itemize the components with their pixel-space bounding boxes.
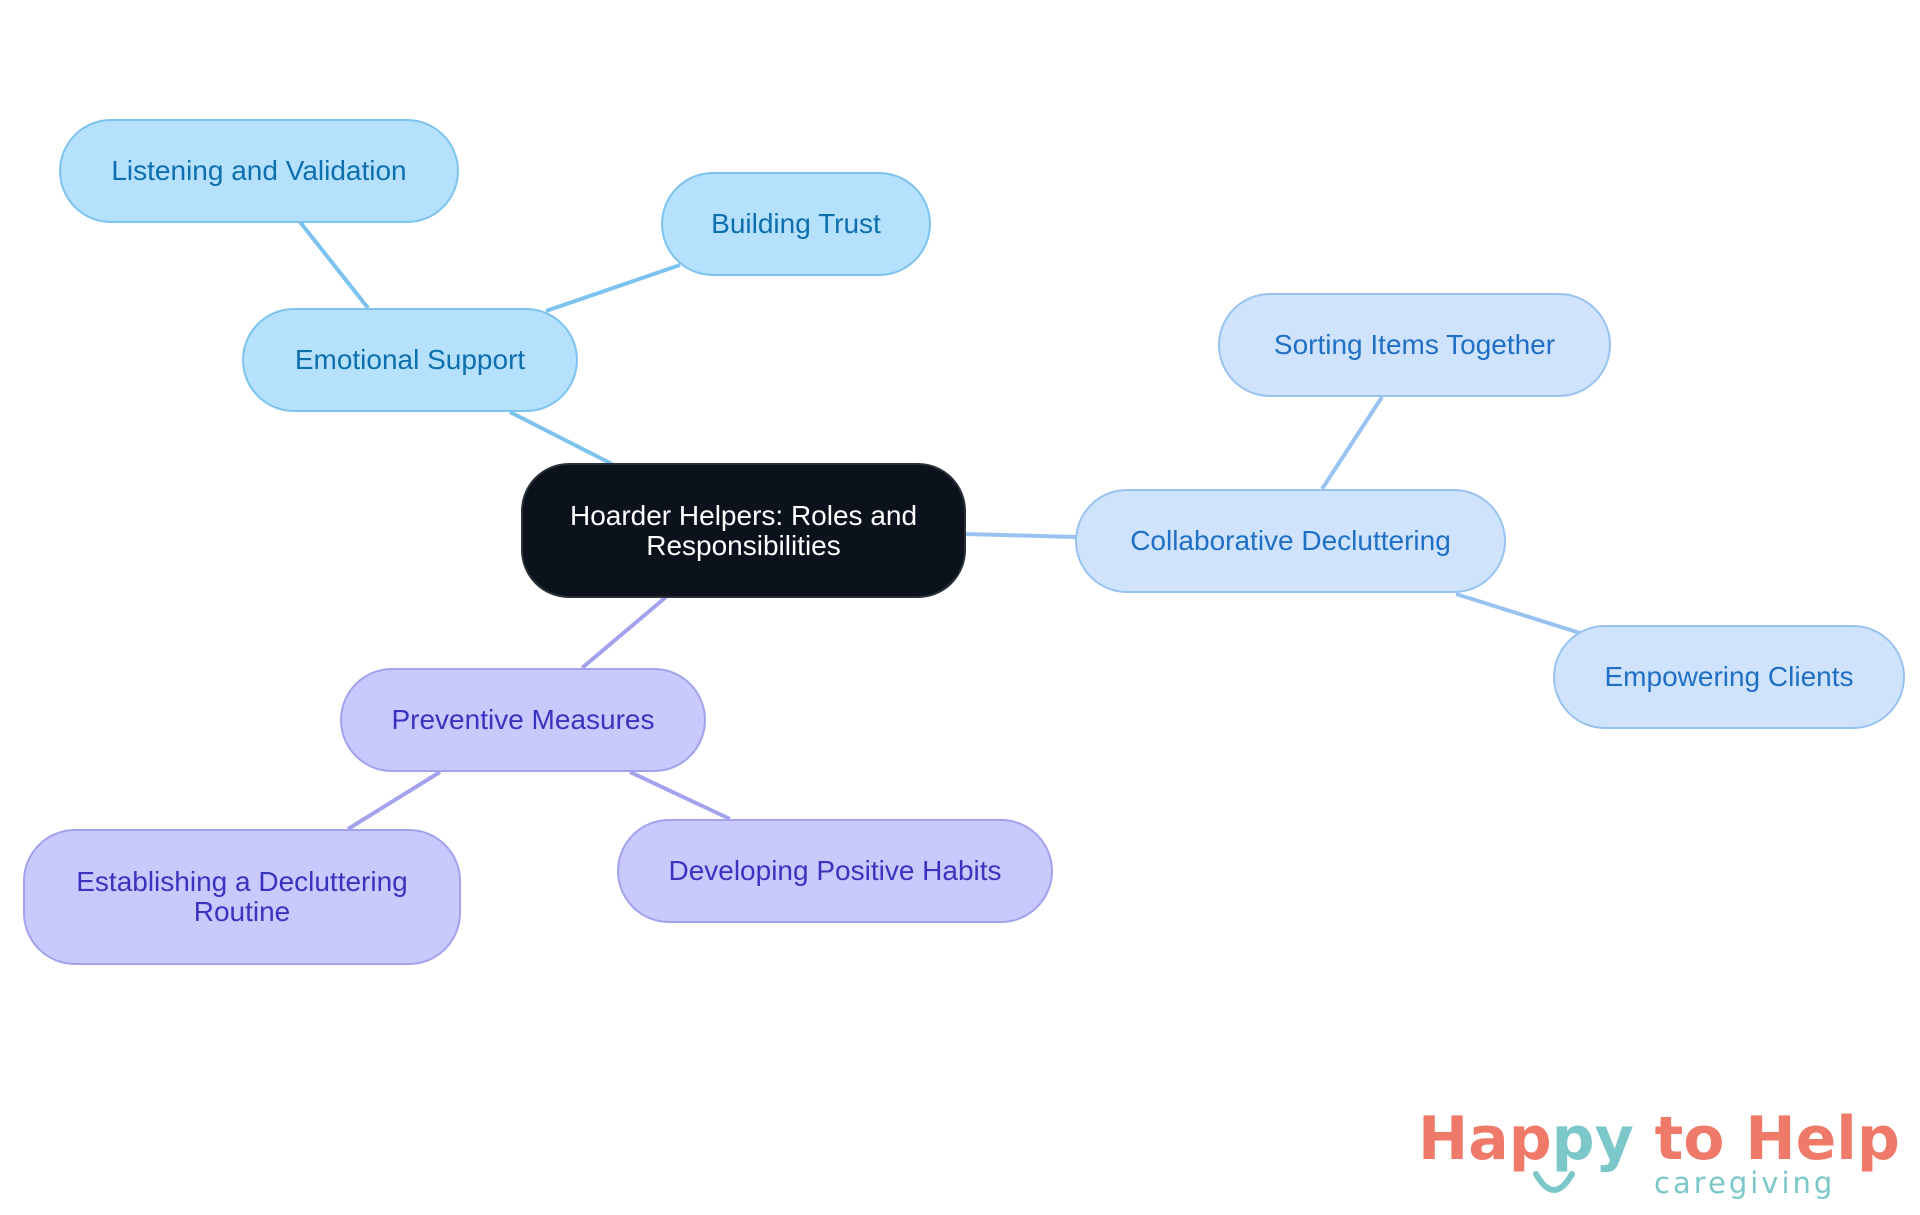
happy-to-help-logo: Happy to Help caregiving — [1418, 1104, 1900, 1214]
node-establishing-routine: Establishing a Decluttering Routine — [23, 829, 461, 965]
logo-tagline: caregiving — [1654, 1166, 1836, 1200]
connector-root-preventive — [580, 595, 668, 670]
connector-preventive-habits — [629, 770, 731, 821]
node-emotional-support: Emotional Support — [242, 308, 578, 412]
logo-wordmark: Happy to Help — [1418, 1104, 1900, 1174]
node-preventive-measures: Preventive Measures — [340, 668, 706, 772]
node-listening-validation: Listening and Validation — [59, 119, 459, 223]
connector-collab-sorting — [1320, 395, 1384, 491]
connector-collab-empowering — [1455, 592, 1581, 635]
node-collaborative-decluttering: Collaborative Decluttering — [1075, 489, 1506, 593]
root-node: Hoarder Helpers: Roles and Responsibilit… — [521, 463, 966, 598]
logo-text-part-1: Hap — [1418, 1104, 1552, 1174]
connector-emotional-trust — [545, 263, 681, 313]
node-building-trust: Building Trust — [661, 172, 931, 276]
node-developing-habits: Developing Positive Habits — [617, 819, 1053, 923]
logo-text-part-2: py — [1551, 1104, 1634, 1174]
connector-root-emotional — [509, 410, 613, 466]
smile-icon — [1533, 1171, 1575, 1193]
node-sorting-items-together: Sorting Items Together — [1218, 293, 1611, 397]
connector-preventive-routine — [346, 770, 442, 831]
connector-root-collab — [963, 532, 1077, 539]
logo-text-part-3: to Help — [1633, 1104, 1900, 1174]
node-empowering-clients: Empowering Clients — [1553, 625, 1905, 729]
connector-emotional-listening — [298, 220, 370, 310]
